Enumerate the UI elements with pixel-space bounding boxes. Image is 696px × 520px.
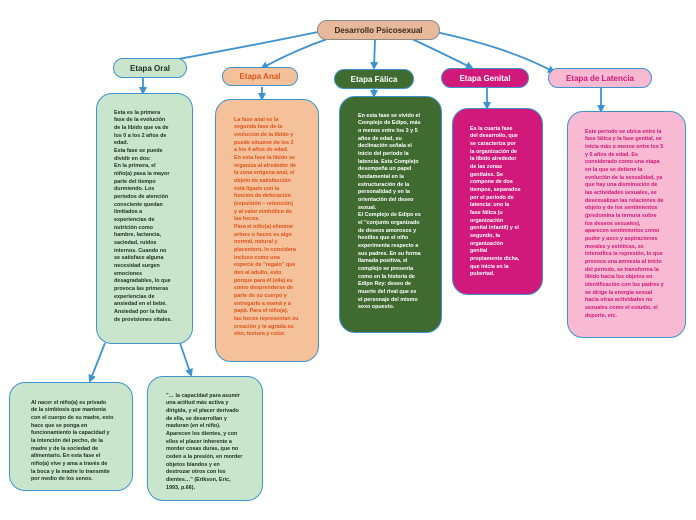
stage-latencia-node[interactable]: Etapa de Latencia [548, 68, 652, 88]
anal-description-box[interactable]: La fase anal es la segunda fase de la ev… [215, 99, 319, 362]
oral-description-box[interactable]: Esta es la primera fase de la evolución … [96, 93, 193, 344]
stage-falica-node[interactable]: Etapa Fálica [334, 69, 414, 89]
stage-oral-node[interactable]: Etapa Oral [113, 58, 187, 78]
stage-genital-node[interactable]: Etapa Genital [441, 68, 529, 88]
stage-anal-label: Etapa Anal [239, 72, 281, 81]
oral-sub-box-1[interactable]: Al nacer el niño(a) es privado de la sim… [9, 382, 133, 491]
oral-sub-text-1: Al nacer el niño(a) es privado de la sim… [31, 399, 114, 483]
latencia-description-box[interactable]: Este periodo se ubica entre la fase fáli… [567, 111, 686, 338]
stage-genital-label: Etapa Genital [459, 73, 511, 83]
link-oral-sub2 [179, 342, 193, 377]
oral-sub-box-2[interactable]: "… la capacidad para asumir una actitud … [147, 376, 263, 501]
stage-oral-label: Etapa Oral [129, 63, 170, 73]
latencia-description-text: Este periodo se ubica entre la fase fáli… [585, 128, 664, 319]
link-root-anal [260, 37, 331, 69]
link-oral-sub1 [88, 342, 106, 383]
root-label: Desarrollo Psicosexual [334, 25, 423, 35]
genital-description-box[interactable]: Es la cuarta fase del desarrollo, que se… [452, 108, 543, 295]
anal-description-text: La fase anal es la segunda fase de la ev… [234, 116, 299, 338]
oral-sub-text-2: "… la capacidad para asumir una actitud … [166, 392, 243, 491]
oral-description-text: Esta es la primera fase de la evolución … [114, 109, 172, 323]
falica-description-box[interactable]: En esta fase se vivido el Complejo de Ed… [339, 96, 442, 333]
falica-description-text: En esta fase se vivido el Complejo de Ed… [358, 112, 421, 311]
link-root-latencia [435, 31, 556, 73]
link-root-falica [370, 39, 379, 70]
root-node[interactable]: Desarrollo Psicosexual [317, 20, 440, 40]
stage-falica-label: Etapa Fálica [350, 74, 398, 84]
link-root-genital [409, 37, 474, 69]
stage-anal-node[interactable]: Etapa Anal [222, 67, 298, 86]
genital-description-text: Es la cuarta fase del desarrollo, que se… [470, 125, 521, 278]
stage-latencia-label: Etapa de Latencia [565, 73, 635, 83]
